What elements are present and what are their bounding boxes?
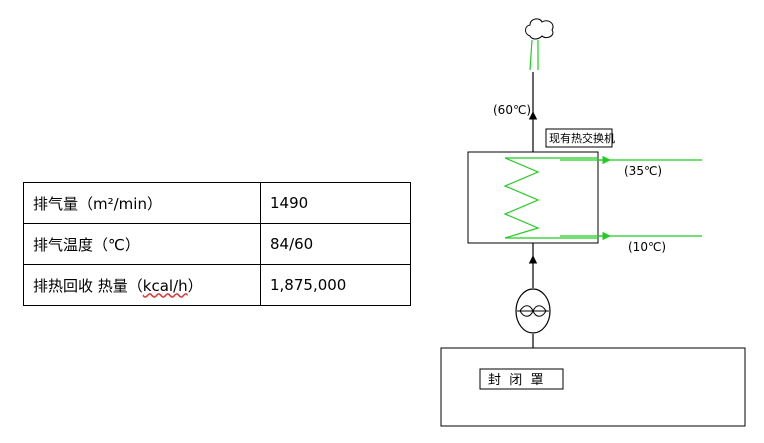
fan-icon: [515, 288, 551, 334]
table-row: 排热回收 热量（kcal/h） 1,875,000: [23, 264, 411, 306]
heat-recovery-label: 排热回收 热量（kcal/h）: [23, 264, 261, 306]
heat-recovery-unit: kcal/h: [142, 276, 188, 295]
exchanger-label: 现有热交换机: [549, 131, 615, 145]
smoke-icon: [525, 18, 554, 40]
heat-recovery-label-end: ）: [187, 276, 203, 295]
heat-recovery-label-main: 排热回收 热量（: [33, 276, 143, 295]
hood-label-box: [479, 368, 564, 390]
hood-label: 封 闭 罩: [488, 373, 544, 388]
exhaust-temp-value: 84/60: [260, 223, 411, 265]
exhaust-temp-label: (60℃): [493, 103, 531, 117]
inlet-temp-label: (10℃): [628, 240, 666, 254]
outlet-temp-label: (35℃): [624, 164, 662, 178]
exchanger-coil: [503, 157, 540, 239]
exhaust-volume-value: 1490: [260, 182, 411, 224]
exchanger-label-box: [545, 128, 613, 148]
heat-recovery-value: 1,875,000: [260, 264, 411, 306]
spec-table: 排气量（m²/min） 1490 排气温度（℃） 84/60 排热回收 热量（k…: [23, 182, 411, 306]
table-row: 排气温度（℃） 84/60: [23, 223, 411, 265]
exhaust-volume-label: 排气量（m²/min）: [23, 182, 261, 224]
chimney-stack: [529, 39, 539, 71]
table-row: 排气量（m²/min） 1490: [23, 182, 411, 224]
